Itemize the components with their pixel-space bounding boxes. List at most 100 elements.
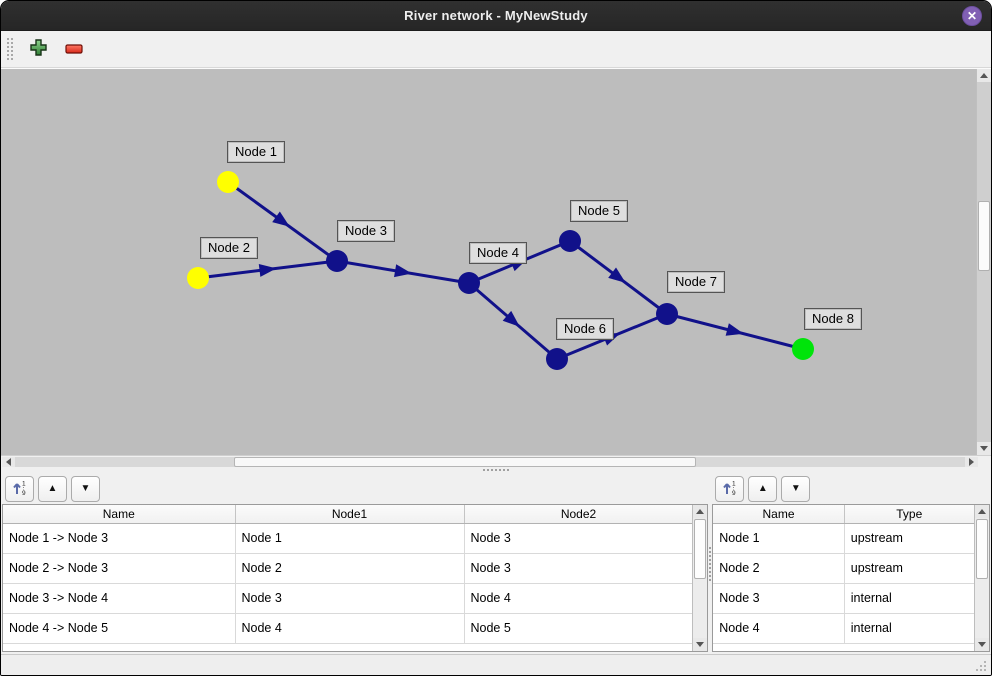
svg-text:9: 9 <box>732 490 736 496</box>
table-cell[interactable]: Node 4 -> Node 5 <box>3 613 236 644</box>
table-cell[interactable]: upstream <box>844 553 975 584</box>
table-cell[interactable]: Node 4 <box>713 613 845 644</box>
nodes-move-up-button[interactable]: ▲ <box>748 475 778 502</box>
network-node[interactable] <box>559 230 581 252</box>
table-cell[interactable]: Node 1 <box>235 523 465 554</box>
branches-move-down-button[interactable]: ▼ <box>71 475 100 502</box>
table-cell[interactable]: internal <box>844 613 975 644</box>
scroll-up-button[interactable] <box>975 505 989 518</box>
node-label[interactable]: Node 3 <box>337 220 395 242</box>
column-header[interactable]: Type <box>844 505 975 524</box>
node-label[interactable]: Node 4 <box>469 242 527 264</box>
nodes-scrollbar[interactable] <box>974 505 989 651</box>
network-node[interactable] <box>656 303 678 325</box>
table-cell[interactable]: Node 1 -> Node 3 <box>3 523 236 554</box>
canvas-vscroll-thumb[interactable] <box>978 201 990 271</box>
flow-arrow-icon <box>608 267 626 283</box>
scroll-down-button[interactable] <box>693 638 708 651</box>
canvas-hscroll-thumb[interactable] <box>234 457 696 467</box>
table-cell[interactable]: Node 4 <box>235 613 465 644</box>
down-triangle-icon: ▼ <box>80 483 91 494</box>
network-node[interactable] <box>217 171 239 193</box>
node-label[interactable]: Node 2 <box>200 237 258 259</box>
table-cell[interactable]: Node 3 <box>464 553 694 584</box>
node-label[interactable]: Node 8 <box>804 308 862 330</box>
table-cell[interactable]: Node 5 <box>464 613 694 644</box>
resize-grip[interactable] <box>974 659 987 672</box>
flow-arrow-icon <box>725 323 744 336</box>
up-arrow-icon <box>978 509 986 514</box>
remove-node-button[interactable] <box>63 38 85 60</box>
network-canvas[interactable]: Node 1 Node 2 Node 3 Node 4 Node 5 Node 6 Node… <box>1 69 976 455</box>
column-header[interactable]: Name <box>713 505 845 524</box>
vertical-splitter[interactable] <box>708 473 712 654</box>
canvas-horizontal-scrollbar[interactable] <box>1 455 991 467</box>
splitter-handle-icon <box>483 469 509 471</box>
table-cell[interactable]: Node 3 <box>713 583 845 614</box>
table-cell[interactable]: Node 1 <box>713 523 845 554</box>
node-label[interactable]: Node 7 <box>667 271 725 293</box>
table-cell[interactable]: Node 3 <box>464 523 694 554</box>
up-arrow-icon <box>980 73 988 78</box>
scroll-left-button[interactable] <box>2 457 15 467</box>
scroll-right-button[interactable] <box>965 457 978 467</box>
canvas-hscroll-track[interactable] <box>15 457 965 467</box>
network-node[interactable] <box>546 348 568 370</box>
left-arrow-icon <box>6 458 11 466</box>
column-header[interactable]: Node2 <box>464 505 694 524</box>
branches-scroll-thumb[interactable] <box>694 519 707 579</box>
table-cell[interactable]: Node 2 -> Node 3 <box>3 553 236 584</box>
table-cell[interactable]: Node 2 <box>235 553 465 584</box>
node-label[interactable]: Node 5 <box>570 200 628 222</box>
branches-sort-button[interactable]: 1 9 <box>5 475 34 502</box>
table-cell[interactable]: internal <box>844 583 975 614</box>
branches-move-up-button[interactable]: ▲ <box>38 475 67 502</box>
down-arrow-icon <box>978 642 986 647</box>
table-cell[interactable]: Node 4 <box>464 583 694 614</box>
scroll-up-button[interactable] <box>693 505 708 518</box>
close-button[interactable]: ✕ <box>962 6 982 26</box>
add-node-button[interactable] <box>27 38 49 60</box>
toolbar-drag-handle[interactable] <box>7 38 13 60</box>
nodes-sort-button[interactable]: 1 9 <box>715 475 745 502</box>
down-arrow-icon <box>980 446 988 451</box>
titlebar[interactable]: River network - MyNewStudy ✕ <box>1 1 991 31</box>
horizontal-splitter[interactable] <box>1 467 991 473</box>
column-header[interactable]: Name <box>3 505 236 524</box>
network-node[interactable] <box>326 250 348 272</box>
network-node[interactable] <box>792 338 814 360</box>
node-label[interactable]: Node 1 <box>227 141 285 163</box>
network-node[interactable] <box>458 272 480 294</box>
scroll-up-button[interactable] <box>977 69 991 82</box>
column-header[interactable]: Node1 <box>235 505 465 524</box>
scroll-down-button[interactable] <box>975 638 989 651</box>
table-cell[interactable]: upstream <box>844 523 975 554</box>
network-node[interactable] <box>187 267 209 289</box>
scroll-down-button[interactable] <box>977 442 991 455</box>
down-triangle-icon: ▼ <box>790 483 801 494</box>
branches-scrollbar[interactable] <box>692 505 708 651</box>
canvas-vertical-scrollbar[interactable] <box>976 69 991 455</box>
up-triangle-icon: ▲ <box>757 483 768 494</box>
table-cell[interactable]: Node 3 <box>235 583 465 614</box>
nodes-scroll-thumb[interactable] <box>976 519 988 579</box>
sort-ascending-icon: 1 9 <box>722 479 737 499</box>
flow-arrow-icon <box>394 264 412 278</box>
node-label[interactable]: Node 6 <box>556 318 614 340</box>
flow-arrow-icon <box>502 310 520 327</box>
table-cell[interactable]: Node 2 <box>713 553 845 584</box>
nodes-move-down-button[interactable]: ▼ <box>781 475 811 502</box>
table-cell[interactable]: Node 3 -> Node 4 <box>3 583 236 614</box>
